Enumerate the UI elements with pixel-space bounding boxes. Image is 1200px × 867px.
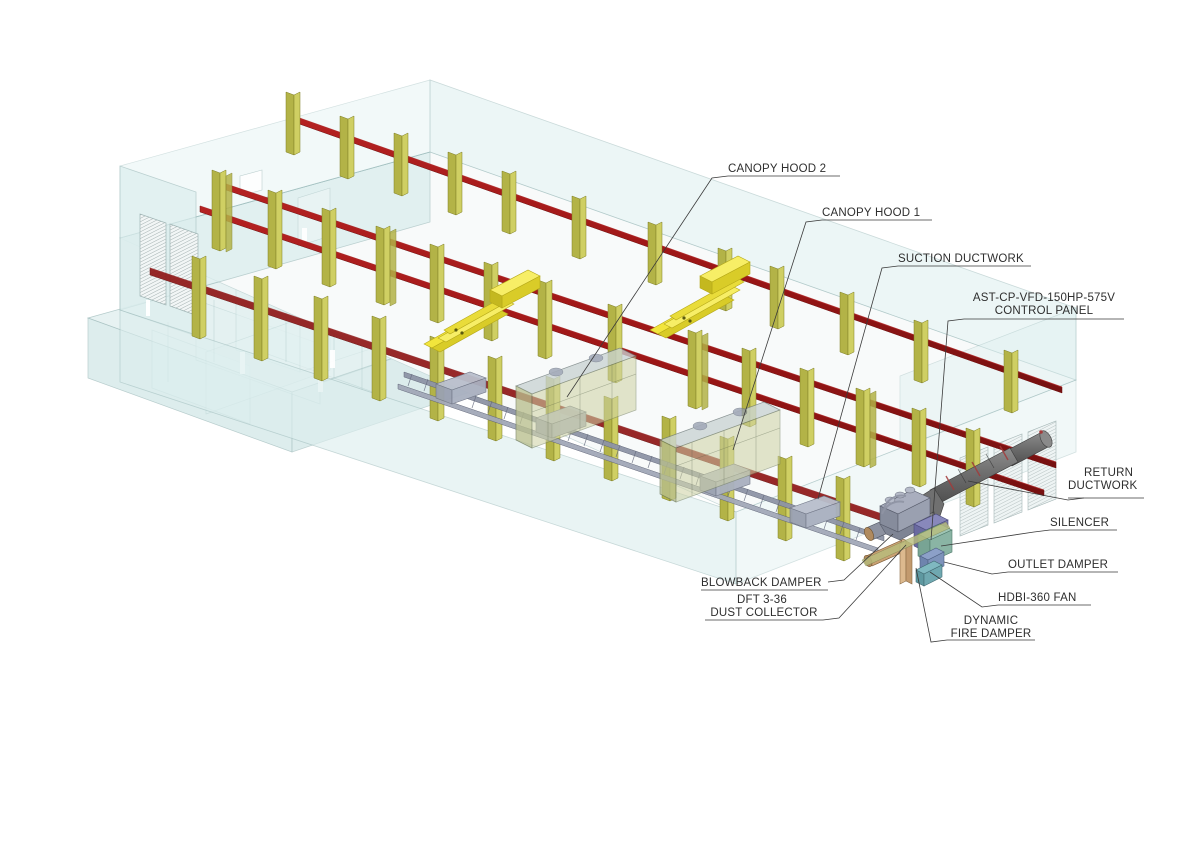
label-dynamic-fire-damper[interactable]: DYNAMIC FIRE DAMPER [915,567,1035,643]
crane-beam-1 [423,269,541,353]
label-text-return-ductwork-line1: RETURN [1084,467,1133,479]
leader-dynamic-fire-damper [915,567,948,643]
leader-dust-collector [822,544,907,621]
label-text-canopy-hood-1: CANOPY HOOD 1 [822,207,920,219]
leader-suction-ductwork [817,265,899,500]
leader-control-panel [930,318,965,541]
label-text-hdbi-360-fan: HDBI-360 FAN [998,592,1076,604]
leader-hdbi-360-fan [929,571,999,608]
leader-blowback-damper [827,533,894,583]
leader-canopy-hood-1 [732,219,823,451]
dynamic-fire-damper-body [899,540,913,585]
label-silencer[interactable]: SILENCER [940,517,1117,547]
label-return-ductwork[interactable]: RETURN DUCTWORK [967,467,1144,501]
leader-return-ductwork [967,480,1085,501]
label-text-dust-collector-line2: DUST COLLECTOR [710,607,817,619]
crane-beam-2 [649,255,751,339]
label-text-dust-collector-line1: DFT 3-36 [737,594,787,606]
label-text-suction-ductwork: SUCTION DUCTWORK [898,253,1024,265]
label-text-canopy-hood-2: CANOPY HOOD 2 [728,163,826,175]
hdbi-360-fan-body [915,560,943,587]
label-suction-ductwork[interactable]: SUCTION DUCTWORK [817,253,1031,500]
label-control-panel[interactable]: AST-CP-VFD-150HP-575V CONTROL PANEL [930,292,1124,541]
label-text-outlet-damper: OUTLET DAMPER [1008,559,1108,571]
label-text-dynamic-fire-damper-line2: FIRE DAMPER [951,628,1032,640]
label-text-control-panel-line2: CONTROL PANEL [995,305,1094,317]
leader-silencer [940,529,1051,547]
label-hdbi-360-fan[interactable]: HDBI-360 FAN [929,571,1091,608]
dust-collection-equipment[interactable] [861,429,1055,587]
leader-canopy-hood-2 [566,175,729,398]
canopy-hood-1-body [659,401,781,503]
label-text-control-panel-line1: AST-CP-VFD-150HP-575V [973,292,1115,304]
label-blowback-damper[interactable]: BLOWBACK DAMPER [701,533,894,591]
label-text-dynamic-fire-damper-line1: DYNAMIC [964,615,1018,627]
annotation-labels: CANOPY HOOD 2 CANOPY HOOD 1 SUCTION DUCT… [566,163,1144,643]
overhead-crane-beams [423,255,751,353]
label-text-blowback-damper: BLOWBACK DAMPER [701,577,822,589]
canopy-hoods[interactable] [515,347,781,503]
label-text-silencer: SILENCER [1050,517,1109,529]
label-text-return-ductwork-line2: DUCTWORK [1068,480,1137,492]
leader-outlet-damper [943,561,1009,575]
label-canopy-hood-1[interactable]: CANOPY HOOD 1 [732,207,932,451]
label-outlet-damper[interactable]: OUTLET DAMPER [943,559,1118,575]
canopy-hood-2-body [515,347,637,449]
label-dust-collector[interactable]: DFT 3-36 DUST COLLECTOR [705,544,907,621]
label-canopy-hood-2[interactable]: CANOPY HOOD 2 [566,163,840,398]
